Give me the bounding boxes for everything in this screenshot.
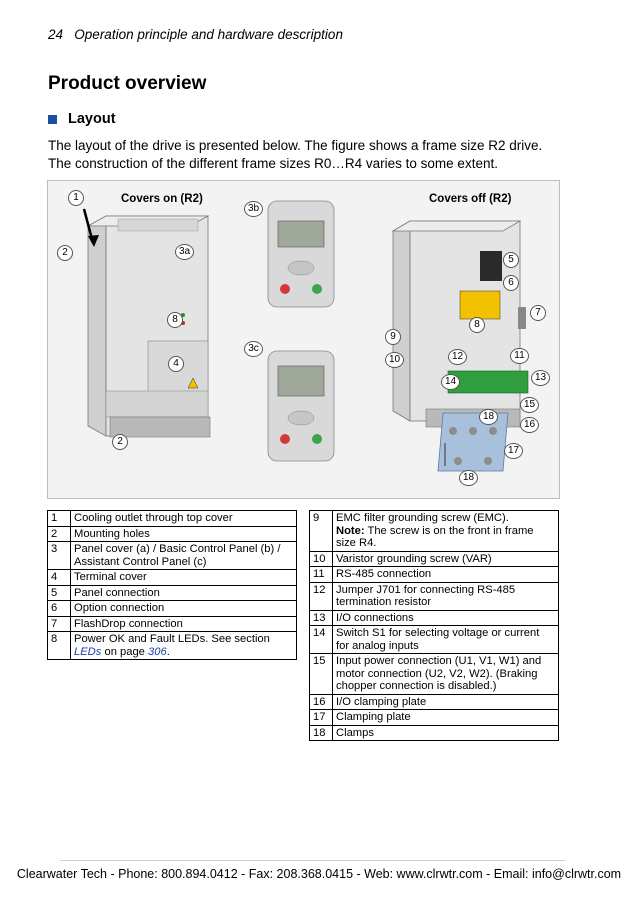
section-heading: Layout <box>48 111 116 127</box>
callout-2: 2 <box>57 245 73 261</box>
page-number: 24 <box>48 27 64 42</box>
callout-1: 1 <box>68 190 84 206</box>
intro-line-2: The construction of the different frame … <box>48 156 498 171</box>
table-row: 8 Power OK and Fault LEDs. See section L… <box>47 631 297 660</box>
section-title: Operation principle and hardware descrip… <box>74 27 343 42</box>
callout-18-bottom: 18 <box>459 470 478 486</box>
assistant-control-panel <box>267 350 335 462</box>
callout-11: 11 <box>510 348 529 364</box>
drive-covers-on <box>82 208 211 438</box>
drive-illustration <box>82 200 529 472</box>
callout-3c: 3c <box>244 341 263 357</box>
callout-12: 12 <box>448 349 467 365</box>
table-row: 9 EMC filter grounding screw (EMC). Note… <box>309 510 559 552</box>
intro-line-1: The layout of the drive is presented bel… <box>48 138 543 153</box>
footer-divider <box>60 860 565 861</box>
running-header: 24 Operation principle and hardware desc… <box>48 27 343 42</box>
callout-8-left: 8 <box>167 312 183 328</box>
callout-13: 13 <box>531 370 550 386</box>
callout-17: 17 <box>504 443 523 459</box>
page-306-link[interactable]: 306 <box>148 645 167 658</box>
callout-18: 18 <box>479 409 498 425</box>
page-title: Product overview <box>48 73 207 94</box>
callout-5: 5 <box>503 252 519 268</box>
drive-layout-figure: Covers on (R2) Covers off (R2) 1 2 2 3a … <box>47 180 560 499</box>
leds-link[interactable]: LEDs <box>74 645 102 658</box>
label-covers-off: Covers off (R2) <box>429 193 512 205</box>
legend-table-right: 9 EMC filter grounding screw (EMC). Note… <box>309 510 559 741</box>
basic-control-panel <box>267 200 335 308</box>
callout-2-bottom: 2 <box>112 434 128 450</box>
callout-3a: 3a <box>175 244 194 260</box>
footer-contact: Clearwater Tech - Phone: 800.894.0412 - … <box>16 867 622 881</box>
callout-16: 16 <box>520 417 539 433</box>
callout-3b: 3b <box>244 201 263 217</box>
callout-8-right: 8 <box>469 317 485 333</box>
callout-7: 7 <box>530 305 546 321</box>
intro-paragraph: The layout of the drive is presented bel… <box>48 137 568 173</box>
callout-14: 14 <box>441 374 460 390</box>
label-covers-on: Covers on (R2) <box>121 193 203 205</box>
callout-10: 10 <box>385 352 404 368</box>
section-heading-text: Layout <box>68 111 116 127</box>
callout-9: 9 <box>385 329 401 345</box>
callout-6: 6 <box>503 275 519 291</box>
callout-15: 15 <box>520 397 539 413</box>
drive-covers-off <box>391 220 529 472</box>
callout-4: 4 <box>168 356 184 372</box>
note-label: Note: <box>336 524 365 537</box>
bullet-square-icon <box>48 114 57 124</box>
